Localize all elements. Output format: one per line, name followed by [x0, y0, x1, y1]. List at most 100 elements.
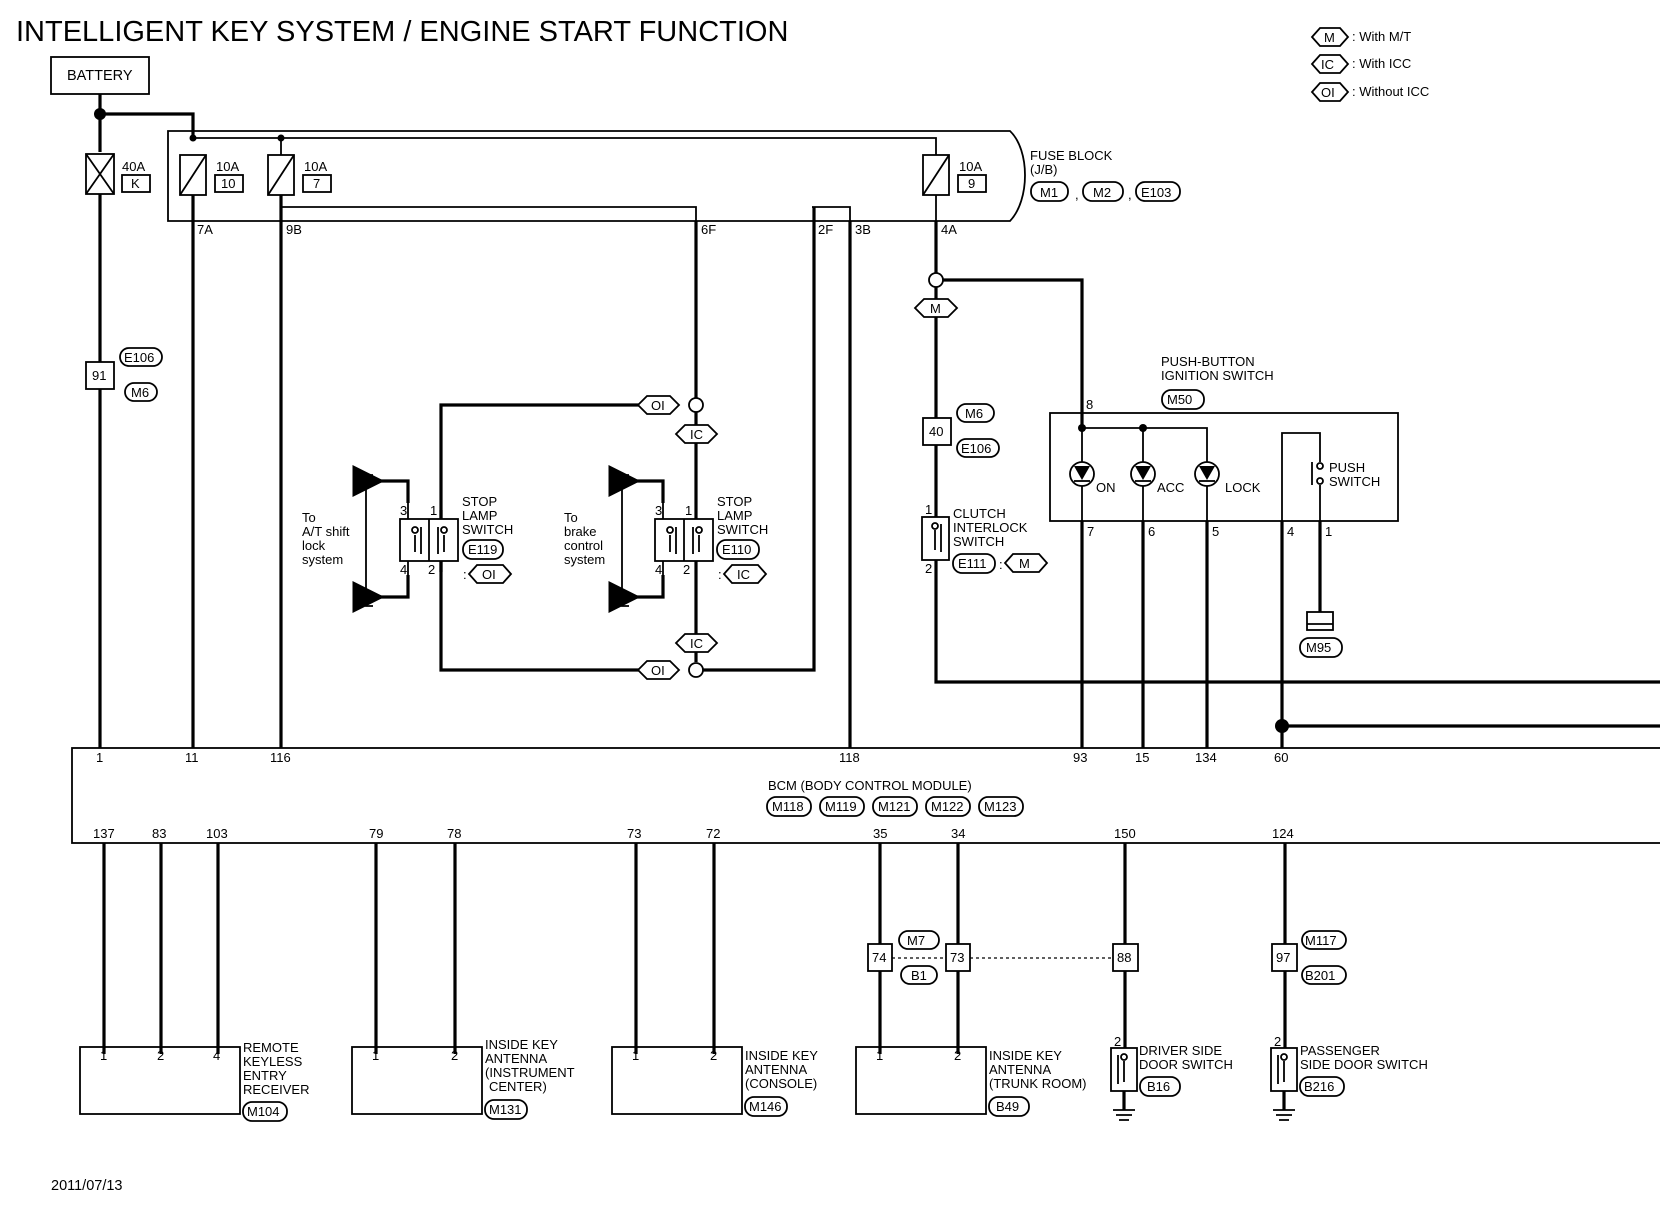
- push-button-label: PUSH-BUTTON: [1161, 354, 1255, 369]
- terminal-7a: 7A: [197, 222, 213, 237]
- svg-text:1: 1: [685, 503, 692, 518]
- svg-text:ANTENNA: ANTENNA: [485, 1051, 547, 1066]
- ground-m95-icon: [1306, 611, 1334, 631]
- svg-text:M6: M6: [965, 406, 983, 421]
- svg-text:150: 150: [1114, 826, 1136, 841]
- svg-text:INSIDE KEY: INSIDE KEY: [989, 1048, 1062, 1063]
- inline-connector-88: [1112, 943, 1139, 972]
- legend-text-ic: : With ICC: [1352, 56, 1411, 71]
- svg-text:control: control: [564, 538, 603, 553]
- svg-text:134: 134: [1195, 750, 1217, 765]
- code-oi-top: [636, 395, 681, 415]
- fuse-40a: 40A K: [85, 153, 151, 195]
- svg-text:7: 7: [1087, 524, 1094, 539]
- svg-text:2: 2: [157, 1048, 164, 1063]
- svg-text:10A: 10A: [304, 159, 327, 174]
- svg-text:3: 3: [655, 503, 662, 518]
- svg-text:M7: M7: [907, 933, 925, 948]
- svg-text:4: 4: [400, 562, 407, 577]
- svg-text:E106: E106: [124, 350, 154, 365]
- svg-text:103: 103: [206, 826, 228, 841]
- stop-lamp-switch-e110: 3 1 4 2: [654, 503, 714, 577]
- led-on: [1069, 461, 1095, 487]
- svg-text:15: 15: [1135, 750, 1149, 765]
- svg-text:M118: M118: [772, 799, 804, 814]
- svg-text:IGNITION SWITCH: IGNITION SWITCH: [1161, 368, 1274, 383]
- svg-text:LOCK: LOCK: [1225, 480, 1261, 495]
- svg-text:INSIDE KEY: INSIDE KEY: [485, 1037, 558, 1052]
- diagram-title: INTELLIGENT KEY SYSTEM / ENGINE START FU…: [16, 16, 788, 48]
- bcm-connectors: M118 M119 M121 M122 M123: [766, 796, 1024, 817]
- svg-text:E106: E106: [961, 441, 991, 456]
- svg-text:5: 5: [1212, 524, 1219, 539]
- svg-text::: :: [999, 557, 1003, 572]
- svg-text:E111: E111: [958, 556, 986, 571]
- svg-text:8: 8: [1086, 397, 1093, 412]
- inside-key-antenna-instrument-center: 1 2 INSIDE KEY ANTENNA (INSTRUMENT CENTE…: [351, 1037, 575, 1120]
- svg-text:ANTENNA: ANTENNA: [989, 1062, 1051, 1077]
- svg-text:B201: B201: [1305, 968, 1335, 983]
- svg-text:73: 73: [627, 826, 641, 841]
- svg-text:40: 40: [929, 424, 943, 439]
- svg-text:7: 7: [313, 176, 320, 191]
- svg-text:PASSENGER: PASSENGER: [1300, 1043, 1380, 1058]
- terminal-2f: 2F: [818, 222, 833, 237]
- svg-text:2: 2: [954, 1048, 961, 1063]
- svg-text:M122: M122: [931, 799, 964, 814]
- svg-text:SWITCH: SWITCH: [953, 534, 1004, 549]
- svg-text:93: 93: [1073, 750, 1087, 765]
- battery-label: BATTERY: [67, 68, 133, 84]
- svg-text:ANTENNA: ANTENNA: [745, 1062, 807, 1077]
- fuse-block-label: FUSE BLOCK: [1030, 148, 1113, 163]
- svg-text:116: 116: [270, 750, 291, 765]
- terminal-6f: 6F: [701, 222, 716, 237]
- svg-text:CENTER): CENTER): [489, 1079, 547, 1094]
- stop-lamp-switch-e119: 3 1 4 2: [399, 503, 459, 577]
- terminal-3b: 3B: [855, 222, 871, 237]
- svg-text:2: 2: [428, 562, 435, 577]
- svg-text:INSIDE KEY: INSIDE KEY: [745, 1048, 818, 1063]
- svg-text:(CONSOLE): (CONSOLE): [745, 1076, 817, 1091]
- bcm-label: BCM (BODY CONTROL MODULE): [768, 778, 972, 793]
- svg-text:35: 35: [873, 826, 887, 841]
- date-stamp: 2011/07/13: [51, 1178, 123, 1194]
- svg-text:E119: E119: [468, 542, 497, 557]
- svg-text:4: 4: [1287, 524, 1294, 539]
- svg-text:E110: E110: [722, 542, 751, 557]
- svg-text:(INSTRUMENT: (INSTRUMENT: [485, 1065, 575, 1080]
- legend-text-m: : With M/T: [1352, 29, 1411, 44]
- svg-text:IC: IC: [690, 427, 703, 442]
- svg-text:40A: 40A: [122, 159, 145, 174]
- clutch-label: CLUTCH: [953, 506, 1006, 521]
- svg-text:K: K: [131, 176, 140, 191]
- push-switch: [1281, 432, 1324, 521]
- svg-text:2: 2: [1274, 1034, 1281, 1049]
- svg-text:3: 3: [400, 503, 407, 518]
- svg-text:DOOR SWITCH: DOOR SWITCH: [1139, 1057, 1233, 1072]
- svg-text:72: 72: [706, 826, 720, 841]
- svg-text:B216: B216: [1304, 1079, 1334, 1094]
- svg-text:118: 118: [839, 750, 860, 765]
- svg-text:,: ,: [1128, 187, 1132, 202]
- legend-code-m: M: [1324, 30, 1335, 45]
- push-button-conn: M50: [1167, 392, 1192, 407]
- legend-code-ic: IC: [1321, 57, 1334, 72]
- svg-text:(TRUNK ROOM): (TRUNK ROOM): [989, 1076, 1087, 1091]
- fuse-10a-7: 10A 7: [267, 154, 332, 196]
- led-lock: [1194, 461, 1220, 487]
- passenger-side-door-switch: 2 PASSENGER SIDE DOOR SWITCH B216: [1270, 1034, 1428, 1121]
- svg-text:60: 60: [1274, 750, 1288, 765]
- remote-keyless-entry-receiver: 1 2 4 REMOTE KEYLESS ENTRY RECEIVER M104: [79, 1040, 309, 1122]
- svg-text:LAMP: LAMP: [462, 508, 497, 523]
- svg-text:1: 1: [876, 1048, 883, 1063]
- svg-text:9: 9: [968, 176, 975, 191]
- svg-text:73: 73: [950, 950, 964, 965]
- svg-text:1: 1: [372, 1048, 379, 1063]
- svg-text:88: 88: [1117, 950, 1131, 965]
- svg-text:1: 1: [632, 1048, 639, 1063]
- legend: M : With M/T IC : With ICC OI : Without …: [1310, 27, 1429, 102]
- inline-connector-73: [945, 943, 971, 972]
- svg-text:DRIVER SIDE: DRIVER SIDE: [1139, 1043, 1222, 1058]
- inside-key-antenna-console: 1 2 INSIDE KEY ANTENNA (CONSOLE) M146: [611, 1046, 818, 1117]
